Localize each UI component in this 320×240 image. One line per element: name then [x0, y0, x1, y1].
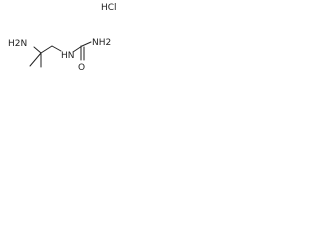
bond-h2n-c [33, 46, 42, 54]
atom-nh: HN [61, 51, 75, 61]
atom-hcl: HCl [101, 3, 117, 13]
bond-ch2-nh [51, 45, 62, 52]
atom-h2n: H2N [8, 39, 27, 49]
bond-c-ch2 [40, 45, 53, 54]
structure-canvas: H2N HN NH2 O HCl [0, 0, 122, 85]
bond-lines [29, 41, 92, 68]
atom-o: O [78, 63, 85, 73]
atom-nh2: NH2 [92, 38, 111, 48]
molecule-diagram: H2N HN NH2 O HCl [8, 3, 117, 73]
bond-co-nh2 [81, 41, 92, 47]
bond-c-methyl-2 [29, 52, 42, 67]
